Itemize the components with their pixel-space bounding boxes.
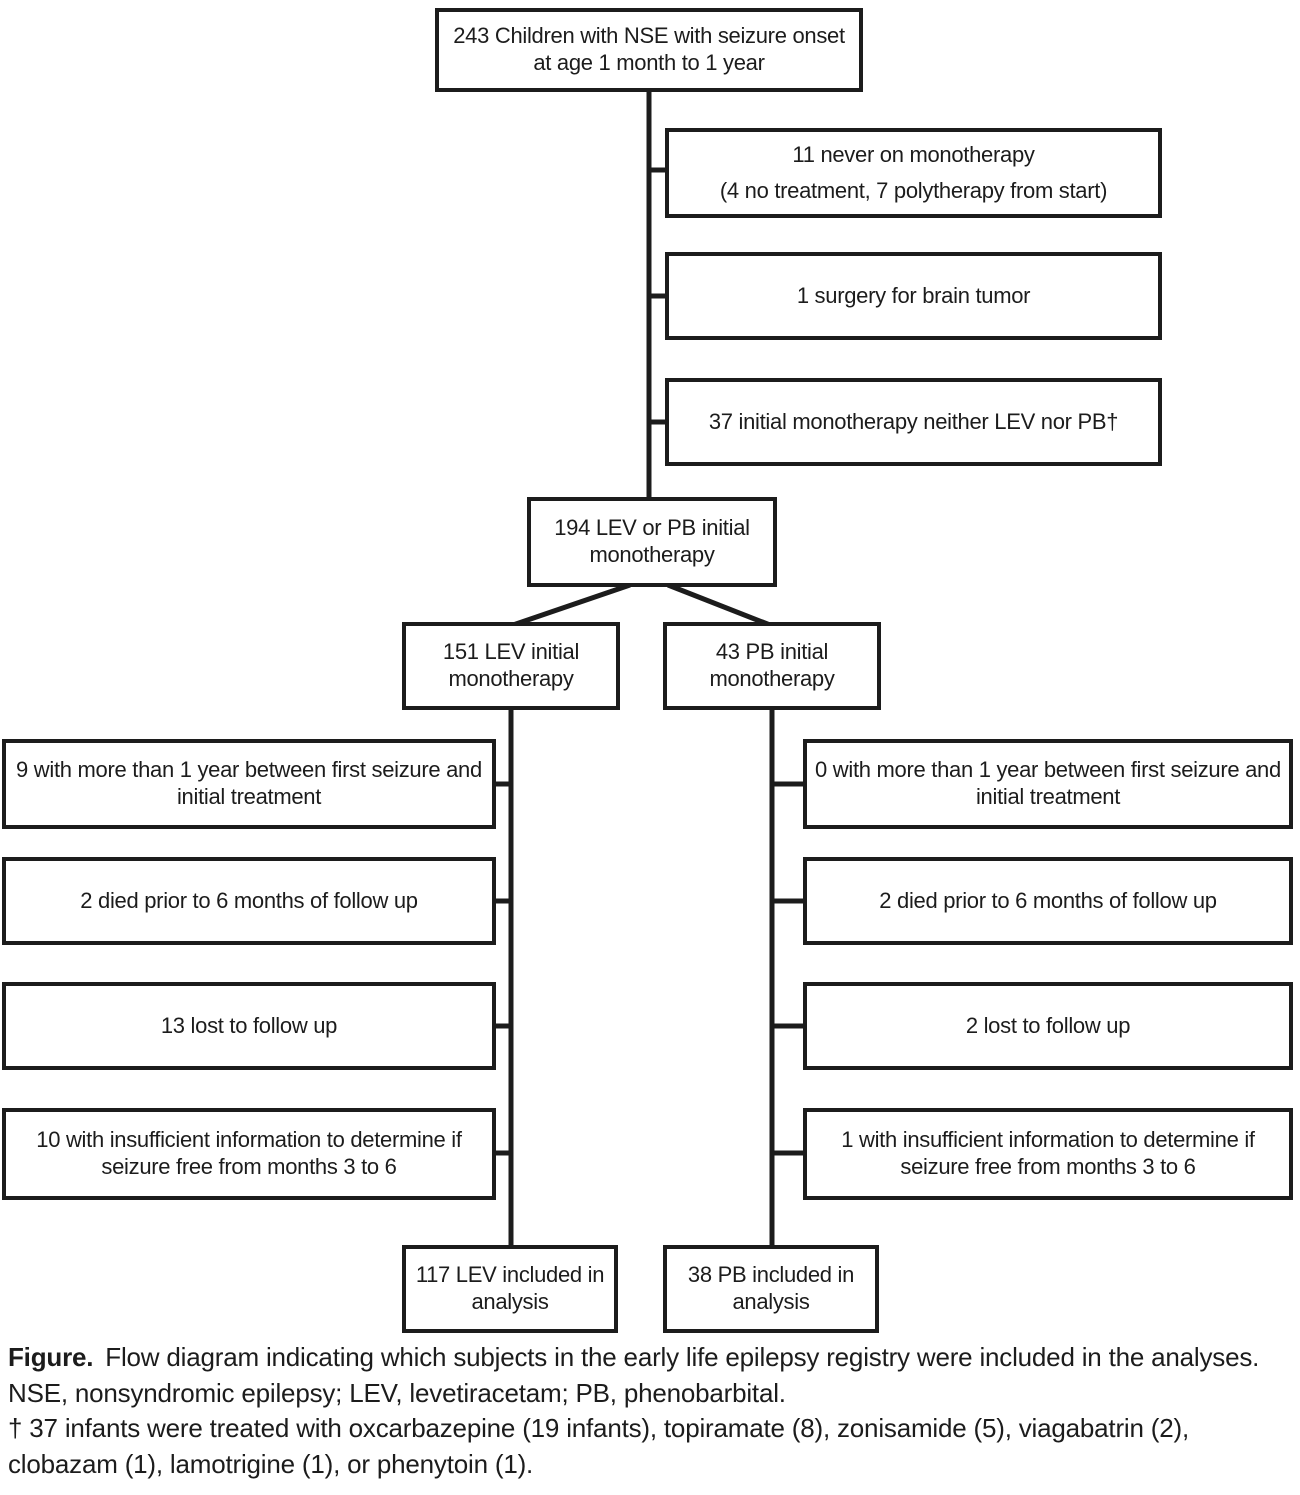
box-never-monotherapy-line2: (4 no treatment, 7 polytherapy from star…: [719, 177, 1108, 203]
box-pb-initial: 43 PB initial monotherapy: [663, 622, 881, 710]
box-other-monotherapy: 37 initial monotherapy neither LEV nor P…: [665, 378, 1162, 466]
caption-label: Figure.: [8, 1342, 94, 1372]
box-enrolled: 243 Children with NSE with seizure onset…: [435, 8, 863, 92]
caption-text: Flow diagram indicating which subjects i…: [8, 1342, 1260, 1408]
box-lev-exclusion-3: 13 lost to follow up: [2, 982, 496, 1070]
box-lev-initial: 151 LEV initial monotherapy: [402, 622, 620, 710]
box-surgery: 1 surgery for brain tumor: [665, 252, 1162, 340]
diagonal-to-pb: [667, 582, 771, 628]
box-pb-exclusion-4: 1 with insufficient information to deter…: [803, 1108, 1293, 1200]
diagonal-to-lev: [512, 582, 631, 628]
box-lev-included: 117 LEV included in analysis: [402, 1245, 618, 1333]
box-pb-exclusion-1: 0 with more than 1 year between first se…: [803, 739, 1293, 829]
box-pb-included: 38 PB included in analysis: [663, 1245, 879, 1333]
box-pb-exclusion-3: 2 lost to follow up: [803, 982, 1293, 1070]
box-never-monotherapy: 11 never on monotherapy (4 no treatment,…: [665, 128, 1162, 218]
box-lev-exclusion-4: 10 with insufficient information to dete…: [2, 1108, 496, 1200]
caption-footnote: † 37 infants were treated with oxcarbaze…: [8, 1413, 1189, 1479]
box-lev-exclusion-1: 9 with more than 1 year between first se…: [2, 739, 496, 829]
box-lev-or-pb-monotherapy: 194 LEV or PB initial monotherapy: [527, 497, 777, 587]
box-pb-exclusion-2: 2 died prior to 6 months of follow up: [803, 857, 1293, 945]
box-never-monotherapy-line1: 11 never on monotherapy: [792, 141, 1035, 167]
caption-main: Figure.Flow diagram indicating which sub…: [8, 1340, 1294, 1411]
figure-caption: Figure.Flow diagram indicating which sub…: [8, 1340, 1294, 1482]
box-lev-exclusion-2: 2 died prior to 6 months of follow up: [2, 857, 496, 945]
